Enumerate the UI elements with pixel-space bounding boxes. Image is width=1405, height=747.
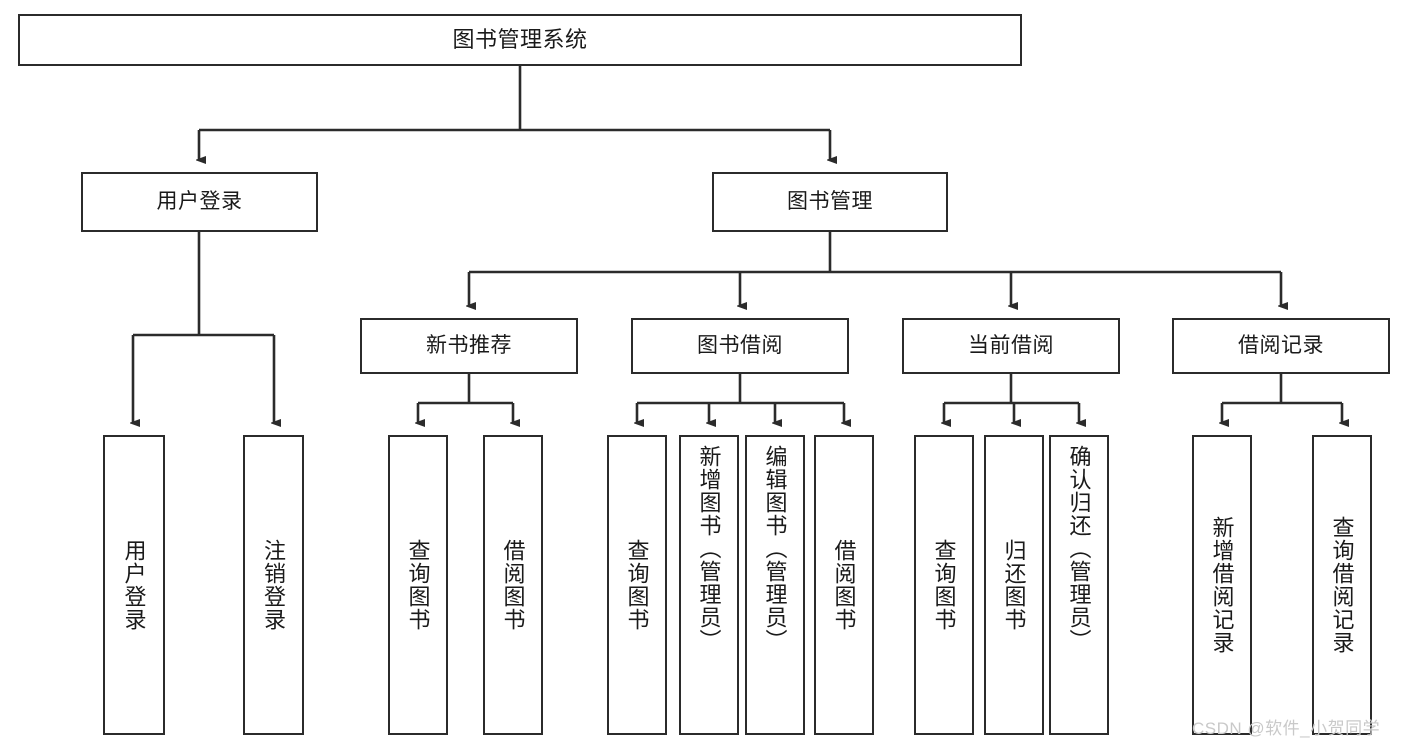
node-leaf-add-borrow-record[interactable]: 新增借阅记录 (1192, 435, 1252, 735)
csdn-watermark: CSDN @软件_小贺同学 (1192, 719, 1381, 738)
node-leaf-confirm-return-admin[interactable]: 确认归还（管理员） (1049, 435, 1109, 735)
node-leaf-borrow-book[interactable]: 借阅图书 (814, 435, 874, 735)
node-leaf-logout-label: 注销登录 (261, 539, 287, 631)
node-root-label: 图书管理系统 (452, 27, 588, 53)
node-leaf-query-book-current-label: 查询图书 (931, 539, 957, 631)
node-root[interactable]: 图书管理系统 (18, 14, 1022, 66)
node-leaf-edit-book-admin[interactable]: 编辑图书（管理员） (745, 435, 805, 735)
node-leaf-query-borrow-record-label: 查询借阅记录 (1329, 516, 1355, 654)
node-book-borrow[interactable]: 图书借阅 (631, 318, 849, 374)
node-leaf-borrow-book-recommend[interactable]: 借阅图书 (483, 435, 543, 735)
node-borrow-record-label: 借阅记录 (1238, 333, 1324, 357)
node-leaf-query-book-borrow-label: 查询图书 (624, 539, 650, 631)
node-leaf-logout[interactable]: 注销登录 (243, 435, 304, 735)
book-management-to-level3-connectors (469, 232, 1281, 306)
node-leaf-query-book-current[interactable]: 查询图书 (914, 435, 974, 735)
node-leaf-add-borrow-record-label: 新增借阅记录 (1209, 516, 1235, 654)
node-leaf-add-book-admin-label: 新增图书（管理员） (696, 445, 722, 652)
node-leaf-query-book-recommend-label: 查询图书 (405, 539, 431, 631)
root-to-level2-connectors (199, 66, 830, 160)
current-borrow-to-leaves-connectors (944, 374, 1079, 423)
node-user-login-label: 用户登录 (156, 189, 243, 213)
node-new-book-recommend[interactable]: 新书推荐 (360, 318, 578, 374)
node-leaf-user-login[interactable]: 用户登录 (103, 435, 165, 735)
node-borrow-record[interactable]: 借阅记录 (1172, 318, 1390, 374)
node-leaf-confirm-return-admin-label: 确认归还（管理员） (1066, 445, 1092, 652)
node-leaf-query-book-borrow[interactable]: 查询图书 (607, 435, 667, 735)
node-leaf-query-borrow-record[interactable]: 查询借阅记录 (1312, 435, 1372, 735)
node-leaf-add-book-admin[interactable]: 新增图书（管理员） (679, 435, 739, 735)
node-book-management-label: 图书管理 (787, 189, 873, 213)
node-leaf-edit-book-admin-label: 编辑图书（管理员） (762, 445, 788, 652)
node-new-book-recommend-label: 新书推荐 (426, 333, 512, 357)
node-book-management[interactable]: 图书管理 (712, 172, 948, 232)
node-leaf-user-login-label: 用户登录 (121, 539, 147, 631)
book-borrow-to-leaves-connectors (637, 374, 844, 423)
new-book-recommend-to-leaves-connectors (418, 374, 513, 423)
node-leaf-return-book-label: 归还图书 (1001, 539, 1027, 631)
node-leaf-return-book[interactable]: 归还图书 (984, 435, 1044, 735)
node-user-login[interactable]: 用户登录 (81, 172, 318, 232)
node-current-borrow-label: 当前借阅 (968, 333, 1054, 357)
node-leaf-borrow-book-label: 借阅图书 (831, 539, 857, 631)
node-book-borrow-label: 图书借阅 (697, 333, 783, 357)
node-leaf-borrow-book-recommend-label: 借阅图书 (500, 539, 526, 631)
borrow-record-to-leaves-connectors (1222, 374, 1342, 423)
user-login-to-leaves-connectors (133, 232, 274, 423)
node-current-borrow[interactable]: 当前借阅 (902, 318, 1120, 374)
node-leaf-query-book-recommend[interactable]: 查询图书 (388, 435, 448, 735)
